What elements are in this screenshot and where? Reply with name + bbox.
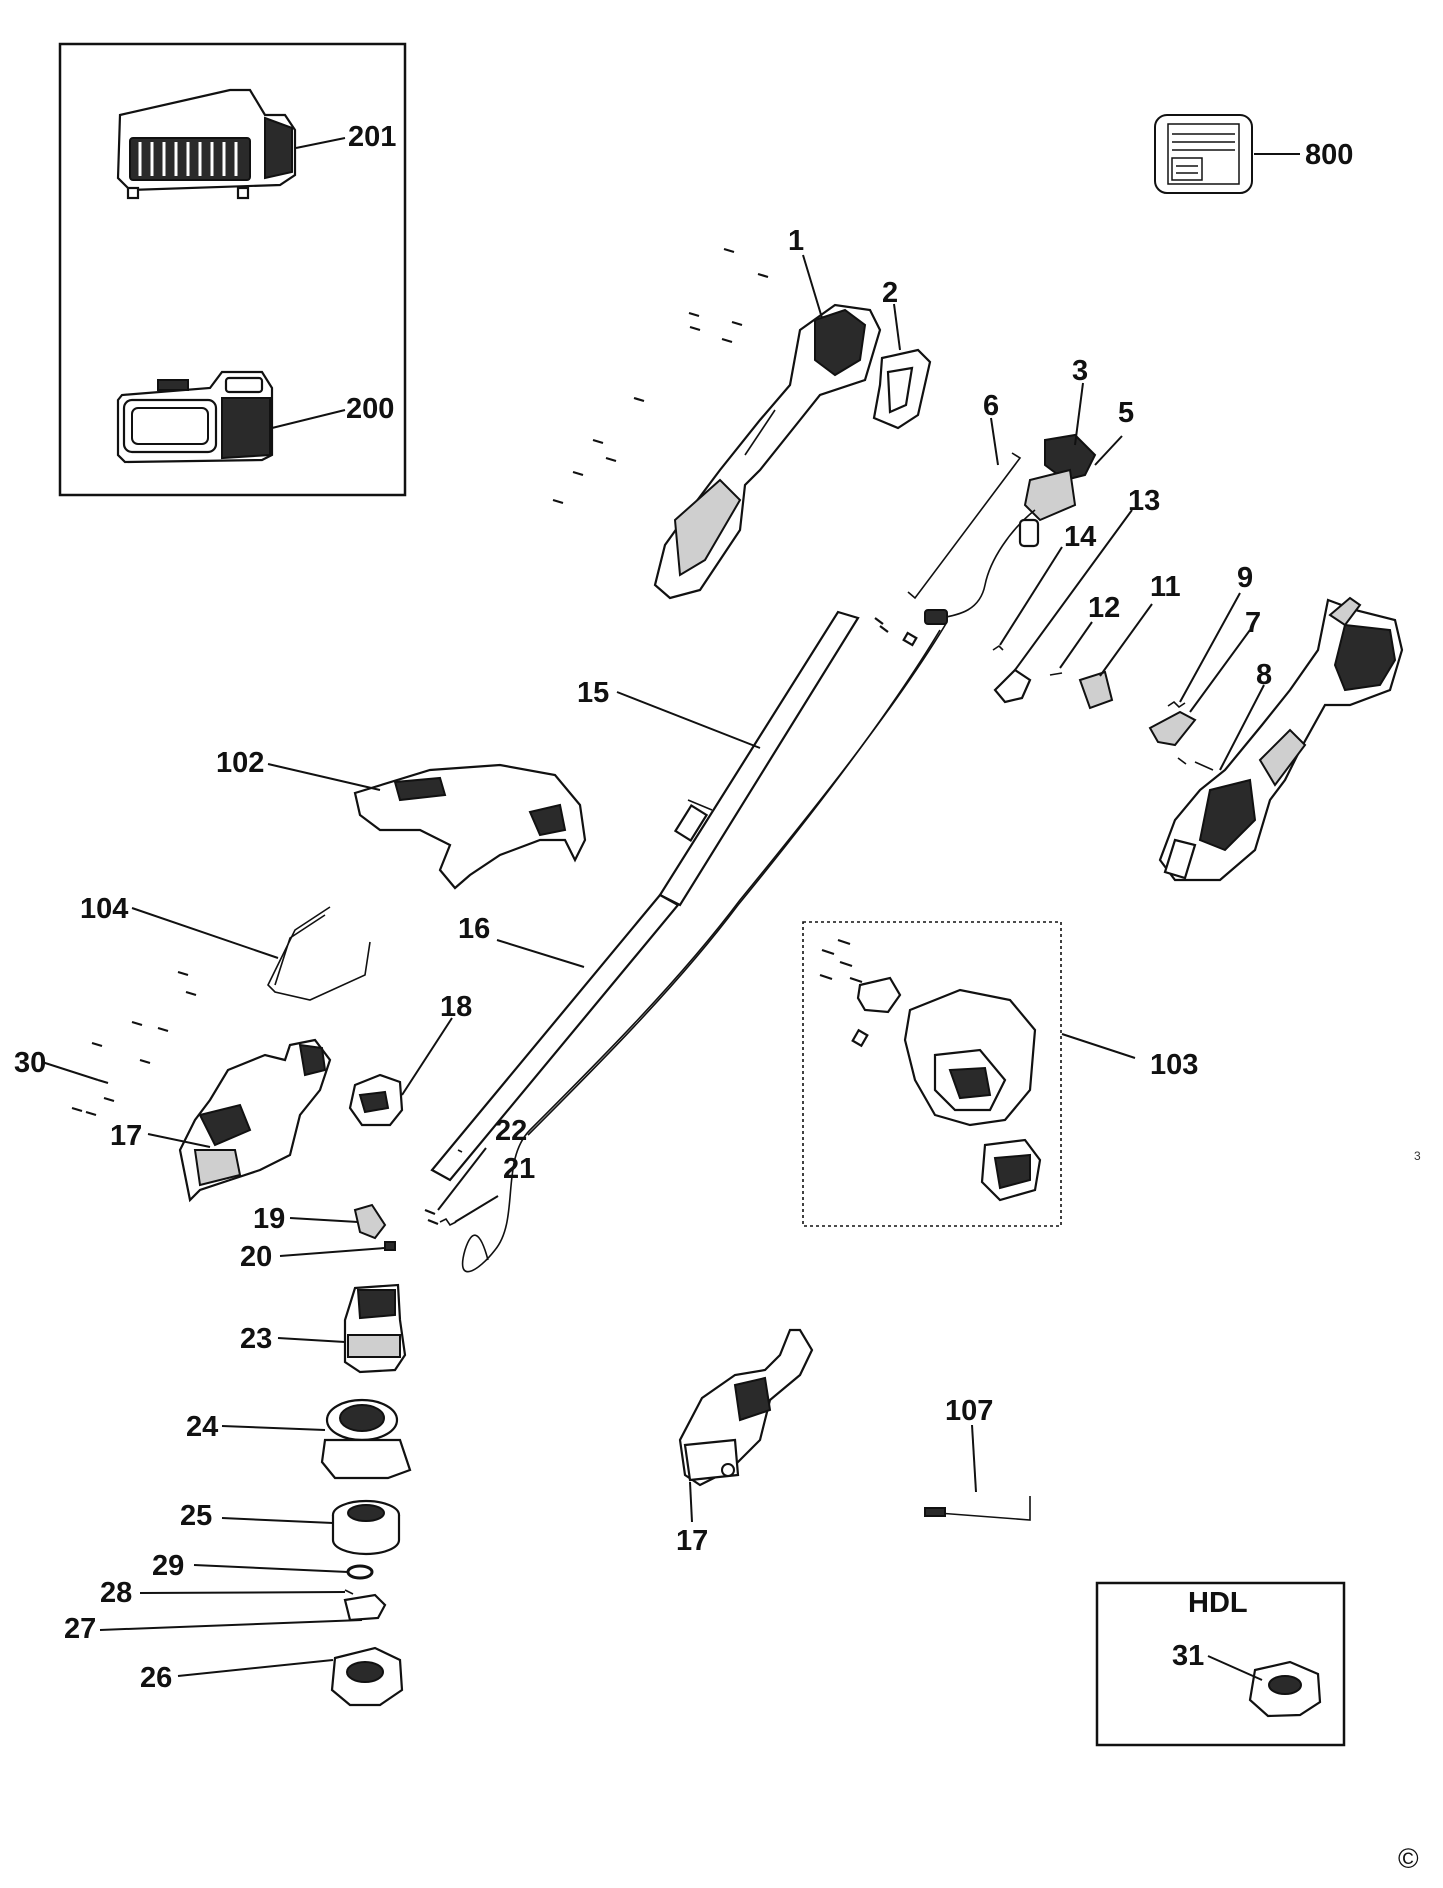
shaft-screws — [874, 617, 918, 647]
lower-shaft-part-16 — [430, 893, 680, 1182]
spring-part-9 — [1167, 700, 1186, 709]
callout-26: 26 — [140, 1662, 172, 1694]
callout-29: 29 — [152, 1550, 184, 1582]
spool-cap-part-26 — [330, 1646, 404, 1707]
hdl-box: HDL 31 — [1095, 1581, 1346, 1747]
callout-20: 20 — [240, 1241, 272, 1273]
handle-half-part-1 — [653, 303, 882, 600]
cap-part-18 — [348, 1073, 404, 1127]
button-part-11 — [1078, 670, 1114, 710]
grip-pad-part-2 — [872, 348, 932, 430]
callout-201: 201 — [348, 121, 396, 153]
callout-104: 104 — [80, 893, 128, 925]
callout-15: 15 — [577, 677, 609, 709]
pin-part-28 — [344, 1589, 354, 1595]
guard-part-102 — [353, 763, 587, 890]
motor-housing-half-part-17 — [178, 1038, 332, 1203]
callout-11: 11 — [1150, 571, 1181, 603]
screws-top — [552, 247, 769, 505]
callout-27: 27 — [64, 1613, 96, 1645]
callout-16: 16 — [458, 913, 490, 945]
callout-23: 23 — [240, 1323, 272, 1355]
callout-17-left: 17 — [110, 1120, 142, 1152]
callout-18: 18 — [440, 991, 472, 1023]
callout-107: 107 — [945, 1395, 993, 1427]
callout-13: 13 — [1128, 485, 1160, 517]
wire-guard-part-104 — [267, 906, 371, 1001]
callout-21: 21 — [503, 1153, 535, 1185]
callout-800: 800 — [1305, 139, 1353, 171]
trigger-part-7 — [1148, 710, 1197, 747]
callout-28: 28 — [100, 1577, 132, 1609]
callout-3: 3 — [1072, 355, 1088, 387]
washer-part-29 — [346, 1564, 374, 1580]
pin-part-12 — [1049, 672, 1063, 676]
callout-12: 12 — [1088, 592, 1120, 624]
callout-24: 24 — [186, 1411, 218, 1443]
clip-part-21 — [439, 1217, 457, 1227]
callout-14: 14 — [1064, 521, 1096, 553]
assembly-box-103 — [802, 921, 1062, 1227]
spring-part-20 — [384, 1241, 396, 1251]
screws-left-part-30 — [71, 970, 197, 1117]
rod-part-6 — [907, 452, 1022, 600]
callout-200: 200 — [346, 393, 394, 425]
callout-25: 25 — [180, 1500, 212, 1532]
clip-part-14 — [992, 644, 1004, 651]
battery-part-200 — [116, 370, 274, 464]
bushing-part-19 — [353, 1203, 387, 1240]
callout-8: 8 — [1256, 659, 1272, 691]
callout-30: 30 — [14, 1047, 46, 1079]
callout-6: 6 — [983, 390, 999, 422]
assembled-handle — [1158, 596, 1404, 882]
callout-22: 22 — [495, 1115, 527, 1147]
battery-charger-box: 201 200 — [58, 42, 407, 497]
manual-icon — [1154, 114, 1253, 194]
cap-part-27 — [343, 1593, 387, 1622]
callout-103: 103 — [1150, 1049, 1198, 1081]
callout-19: 19 — [253, 1203, 285, 1235]
motor-housing-part-17 — [678, 1328, 814, 1487]
upper-shaft-part-15 — [658, 610, 860, 907]
latch-part-13 — [993, 668, 1032, 704]
charger-part-201 — [116, 88, 297, 200]
callout-2: 2 — [882, 277, 898, 309]
spool-part-25 — [331, 1499, 401, 1556]
motor-part-23 — [343, 1283, 407, 1374]
screws-part-22 — [424, 1208, 439, 1226]
callout-9: 9 — [1237, 562, 1253, 594]
page-mark: 3 — [1414, 1149, 1421, 1163]
hdl-box-title: HDL — [1188, 1587, 1248, 1619]
callout-7: 7 — [1245, 607, 1261, 639]
spool-cap-part-31 — [1248, 1660, 1322, 1718]
switch-part-3 — [924, 433, 1097, 625]
callout-5: 5 — [1118, 397, 1134, 429]
pin-part-8 — [1177, 757, 1214, 771]
callout-1: 1 — [788, 225, 804, 257]
copyright-mark: © — [1398, 1843, 1419, 1874]
callout-102: 102 — [216, 747, 264, 779]
spool-housing-part-24 — [320, 1398, 412, 1480]
tool-part-107 — [924, 1496, 1031, 1521]
callout-31: 31 — [1172, 1640, 1204, 1672]
callout-17-center: 17 — [676, 1525, 708, 1557]
